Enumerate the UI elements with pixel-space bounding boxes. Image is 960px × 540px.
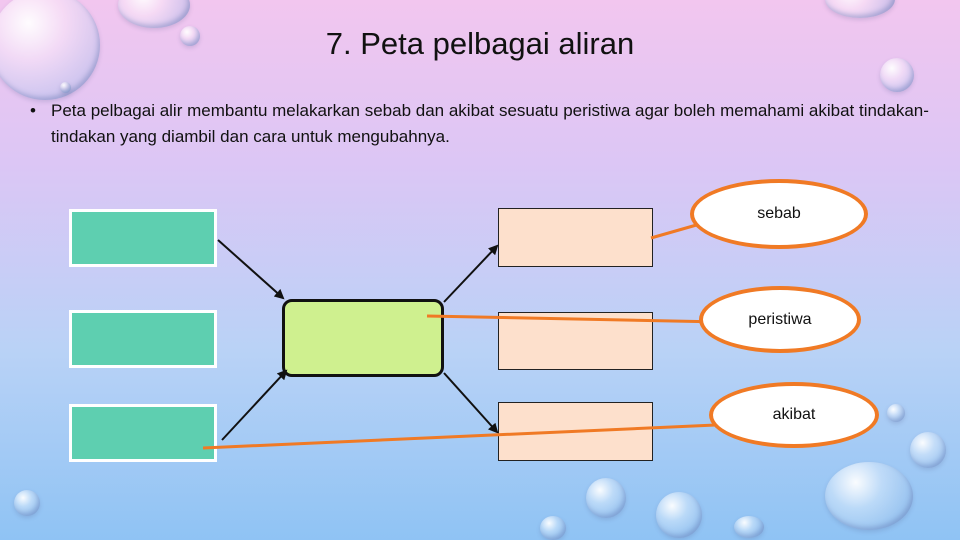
water-drop-decoration <box>540 516 566 540</box>
water-drop-decoration <box>880 58 914 92</box>
cause-box-2 <box>69 310 217 368</box>
callout-peristiwa-label: peristiwa <box>748 310 812 328</box>
water-drop-decoration <box>14 490 40 516</box>
cause-box-1 <box>69 209 217 267</box>
callout-akibat: akibat <box>709 382 879 448</box>
event-box <box>282 299 444 377</box>
callout-sebab-label: sebab <box>757 205 801 222</box>
water-drop-decoration <box>734 516 764 538</box>
water-drop-decoration <box>910 432 946 468</box>
slide-title: 7. Peta pelbagai aliran <box>325 26 635 61</box>
callout-line-akibat <box>202 422 739 450</box>
water-drop-decoration <box>586 478 626 518</box>
bullet-marker: • <box>30 101 36 120</box>
water-drop-decoration <box>60 82 71 93</box>
water-drop-decoration <box>180 26 200 46</box>
water-drop-decoration <box>825 462 913 530</box>
callout-line-peristiwa <box>426 314 723 324</box>
arrow-event-to-effect3 <box>443 372 499 434</box>
water-drop-decoration <box>0 0 100 100</box>
effect-box-1 <box>498 208 653 267</box>
callout-peristiwa: peristiwa <box>699 286 861 353</box>
arrow-cause1-to-event <box>217 239 285 300</box>
effect-box-2 <box>498 312 653 370</box>
arrow-cause3-to-event <box>221 369 288 441</box>
bullet-text: Peta pelbagai alir membantu melakarkan s… <box>51 101 929 146</box>
callout-line-sebab <box>650 222 701 240</box>
water-drop-decoration <box>825 0 895 18</box>
callout-sebab: sebab <box>690 179 868 249</box>
arrow-event-to-effect1 <box>443 244 499 303</box>
callout-akibat-label: akibat <box>772 406 816 423</box>
water-drop-decoration <box>656 492 702 538</box>
water-drop-decoration <box>887 404 905 422</box>
bullet-paragraph: • Peta pelbagai alir membantu melakarkan… <box>30 98 931 150</box>
cause-box-3 <box>69 404 217 462</box>
